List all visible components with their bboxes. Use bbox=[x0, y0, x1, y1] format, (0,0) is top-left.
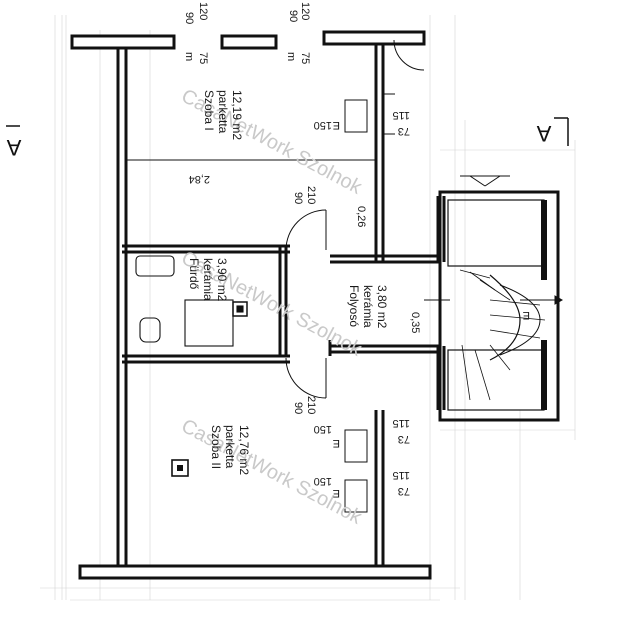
svg-text:3,80 m2: 3,80 m2 bbox=[375, 285, 389, 329]
svg-text:150: 150 bbox=[314, 475, 332, 487]
svg-text:A: A bbox=[6, 135, 21, 160]
svg-text:115: 115 bbox=[392, 109, 410, 121]
staircase bbox=[438, 190, 564, 422]
svg-text:Folyosó: Folyosó bbox=[347, 285, 361, 327]
walls bbox=[70, 30, 446, 580]
section-mark-left: A bbox=[6, 125, 21, 160]
svg-text:73: 73 bbox=[398, 485, 410, 497]
svg-text:parketta: parketta bbox=[223, 425, 237, 469]
dimension-labels: 90 120 m 75 90 120 m 75 2,84 90 210 0,26… bbox=[183, 2, 530, 499]
svg-text:75: 75 bbox=[197, 52, 209, 64]
svg-text:m: m bbox=[183, 52, 195, 61]
svg-text:kerámia: kerámia bbox=[361, 285, 375, 328]
svg-text:115: 115 bbox=[392, 417, 410, 429]
svg-text:120: 120 bbox=[197, 2, 209, 20]
svg-text:210: 210 bbox=[305, 186, 317, 204]
svg-text:12,19 m2: 12,19 m2 bbox=[230, 90, 244, 140]
svg-text:0,26: 0,26 bbox=[355, 206, 367, 227]
svg-text:90: 90 bbox=[292, 192, 304, 204]
svg-text:0,35: 0,35 bbox=[409, 312, 421, 333]
room-label-furdo: Fürdő kerámia 3,90 m2 bbox=[187, 258, 229, 302]
svg-text:120: 120 bbox=[299, 2, 311, 20]
svg-text:3,90 m2: 3,90 m2 bbox=[215, 258, 229, 302]
svg-text:90: 90 bbox=[183, 12, 195, 24]
bathroom-fixtures bbox=[135, 255, 248, 347]
svg-text:115: 115 bbox=[392, 469, 410, 481]
room-label-szoba-2: Szoba II parketta 12,76 m2 bbox=[209, 425, 251, 475]
svg-text:parketta: parketta bbox=[216, 90, 230, 134]
room-label-szoba-1: Szoba I parketta 12,19 m2 bbox=[202, 90, 244, 140]
svg-text:2,84: 2,84 bbox=[189, 173, 210, 185]
svg-text:E: E bbox=[333, 119, 340, 131]
dimension-line-room1 bbox=[125, 156, 377, 164]
svg-text:Szoba I: Szoba I bbox=[202, 90, 216, 131]
svg-text:E: E bbox=[333, 437, 340, 449]
svg-text:90: 90 bbox=[292, 402, 304, 414]
section-mark-right: A bbox=[536, 117, 569, 146]
windows bbox=[344, 93, 395, 513]
svg-text:Fürdő: Fürdő bbox=[187, 258, 201, 290]
svg-text:A: A bbox=[536, 121, 551, 146]
scan-texture bbox=[40, 15, 576, 601]
svg-text:12,76 m2: 12,76 m2 bbox=[237, 425, 251, 475]
svg-text:E: E bbox=[333, 487, 340, 499]
room2-marker-icon bbox=[171, 459, 189, 477]
svg-text:210: 210 bbox=[305, 396, 317, 414]
svg-text:150: 150 bbox=[314, 119, 332, 131]
room-label-folyoso: Folyosó kerámia 3,80 m2 bbox=[347, 285, 389, 329]
svg-text:75: 75 bbox=[299, 52, 311, 64]
stair-arrow-top bbox=[460, 175, 510, 187]
doors bbox=[285, 39, 425, 399]
svg-text:150: 150 bbox=[314, 423, 332, 435]
svg-text:90: 90 bbox=[287, 10, 299, 22]
svg-text:kerámia: kerámia bbox=[201, 258, 215, 301]
svg-text:73: 73 bbox=[398, 125, 410, 137]
svg-text:Szoba II: Szoba II bbox=[209, 425, 223, 469]
svg-text:73: 73 bbox=[398, 433, 410, 445]
svg-text:E: E bbox=[523, 309, 530, 321]
svg-text:m: m bbox=[285, 52, 297, 61]
watermark-bottom: CasaNetWork Szolnok bbox=[178, 415, 367, 529]
